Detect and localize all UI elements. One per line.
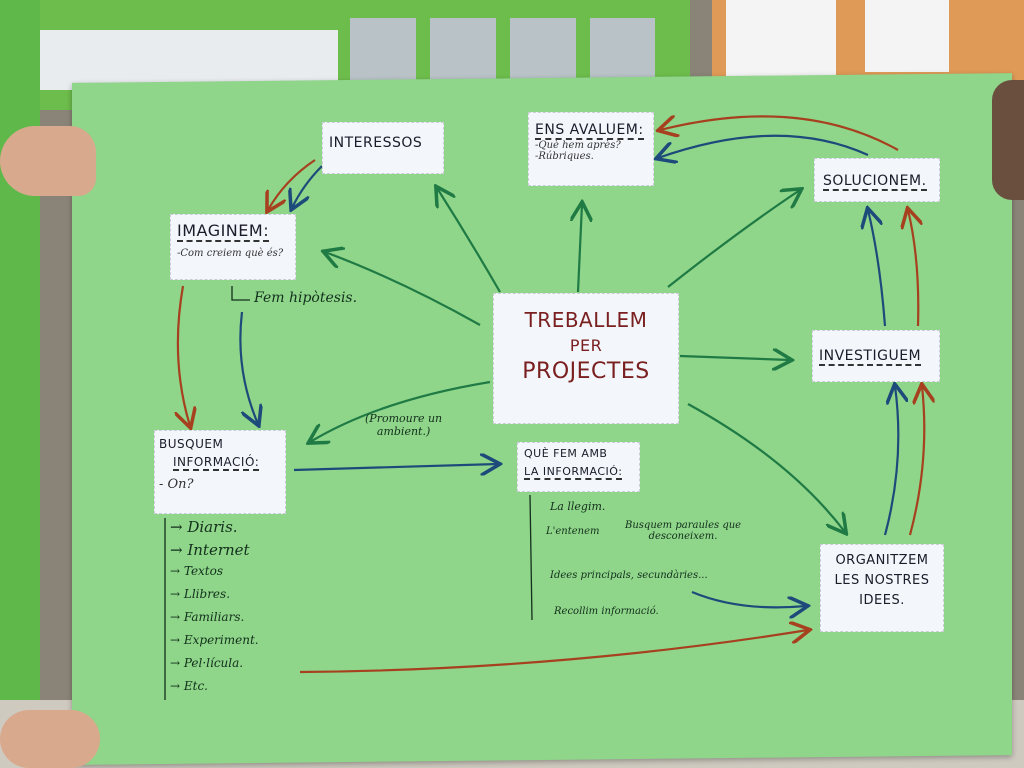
arrow-solucionem-avaluem-blue	[658, 134, 869, 158]
card-treballem-per-projectes: Treballem per Projectes	[493, 293, 679, 424]
arrow-organitzem-investiguem-blue	[883, 386, 898, 536]
quefem-item: Recollim informació.	[554, 606, 659, 617]
arrow-solucionem-avaluem-red	[660, 116, 899, 151]
imaginem-item: -Com creiem què és?	[177, 248, 284, 259]
card-busquem-informacio: Busquem informació: - On?	[154, 430, 286, 514]
arrow-organitzem-investiguem-red	[908, 386, 924, 536]
center-line1: Treballem	[524, 308, 648, 332]
busquem-list-item: → Etc.	[170, 679, 208, 693]
organitzem-line3: idees.	[859, 593, 905, 608]
organitzem-line1: Organitzem	[835, 553, 929, 568]
arrow-to-organitzem	[687, 403, 845, 532]
posted-paper	[865, 0, 949, 72]
solucionem-title: Solucionem.	[823, 173, 927, 191]
center-line2: per	[569, 336, 603, 355]
hand-right-top	[992, 80, 1024, 200]
arrow-etc-organitzem	[299, 630, 808, 674]
busquem-question: - On?	[159, 477, 194, 492]
hipotesis-hook	[231, 286, 250, 301]
quefem-list-line	[529, 494, 533, 621]
quefem-title2: la informació:	[524, 465, 623, 480]
busquem-list-item: → Pel·lícula.	[170, 656, 244, 670]
busquem-list-item: → Diaris.	[170, 518, 238, 536]
card-solucionem: Solucionem.	[814, 158, 940, 202]
quefem-item: La llegim.	[550, 500, 606, 513]
card-imaginem: Imaginem: -Com creiem què és?	[170, 214, 296, 280]
subnote-line1: Busquem paraules que	[625, 520, 742, 531]
busquem-list-item: → Internet	[170, 541, 250, 559]
avaluem-item: -Què hem après?	[535, 140, 621, 151]
hand-left-top	[0, 126, 96, 196]
arrow-idees-organitzem	[691, 590, 806, 607]
busquem-title2: informació:	[173, 455, 260, 471]
quefem-title1: Què fem amb	[524, 447, 608, 460]
ambient-note: (Promoure un ambient.)	[365, 412, 442, 438]
arrow-to-solucionem	[667, 190, 800, 288]
arrow-to-busquem	[310, 380, 491, 442]
arrow-interessos-imaginem-red	[268, 159, 316, 210]
quefem-item: L'entenem	[546, 526, 600, 537]
ambient-line2: ambient.)	[376, 425, 431, 438]
busquem-list-item: → Familiars.	[170, 610, 245, 624]
busquem-title1: Busquem	[159, 437, 224, 451]
card-que-fem-amb-la-informacio: Què fem amb la informació:	[517, 442, 640, 492]
arrow-investiguem-solucionem-red	[908, 210, 918, 327]
arrow-to-interessos	[437, 188, 501, 293]
busquem-list-item: → Textos	[170, 564, 224, 578]
arrow-interessos-imaginem-blue	[292, 165, 323, 208]
quefem-item: Idees principals, secundàries...	[550, 570, 708, 581]
interessos-title: Interessos	[329, 135, 423, 151]
imaginem-title: Imaginem:	[177, 221, 270, 242]
hipotesis-note: Fem hipòtesis.	[254, 290, 358, 306]
quefem-subnote: Busquem paraules que desconeixem.	[625, 520, 741, 542]
card-investiguem: Investiguem	[812, 330, 940, 382]
arrow-investiguem-solucionem-blue	[868, 210, 887, 327]
ambient-line1: (Promoure un	[365, 412, 443, 425]
arrow-to-investiguem	[679, 356, 790, 360]
posted-paper	[726, 0, 836, 76]
busquem-list-item: → Experiment.	[170, 633, 259, 647]
arrow-to-avaluem	[578, 204, 582, 293]
card-ens-avaluem: Ens avaluem: -Què hem après? -Rúbriques.	[528, 112, 654, 186]
investiguem-title: Investiguem	[819, 348, 922, 366]
organitzem-line2: les nostres	[834, 573, 930, 588]
arrow-to-imaginem	[325, 252, 481, 326]
arrow-busquem-quefem	[293, 464, 498, 470]
avaluem-item: -Rúbriques.	[535, 151, 594, 162]
subnote-line2: desconeixem.	[648, 531, 718, 542]
center-line3: Projectes	[522, 359, 650, 384]
card-interessos: Interessos	[322, 122, 444, 174]
avaluem-title: Ens avaluem:	[535, 122, 644, 140]
busquem-list-item: → Llibres.	[170, 587, 231, 601]
arrow-hipotesis-busquem-blue	[239, 311, 258, 424]
hand-left-bottom	[0, 710, 100, 768]
card-organitzem: Organitzem les nostres idees.	[820, 544, 944, 632]
arrow-imaginem-busquem-red	[178, 285, 190, 426]
